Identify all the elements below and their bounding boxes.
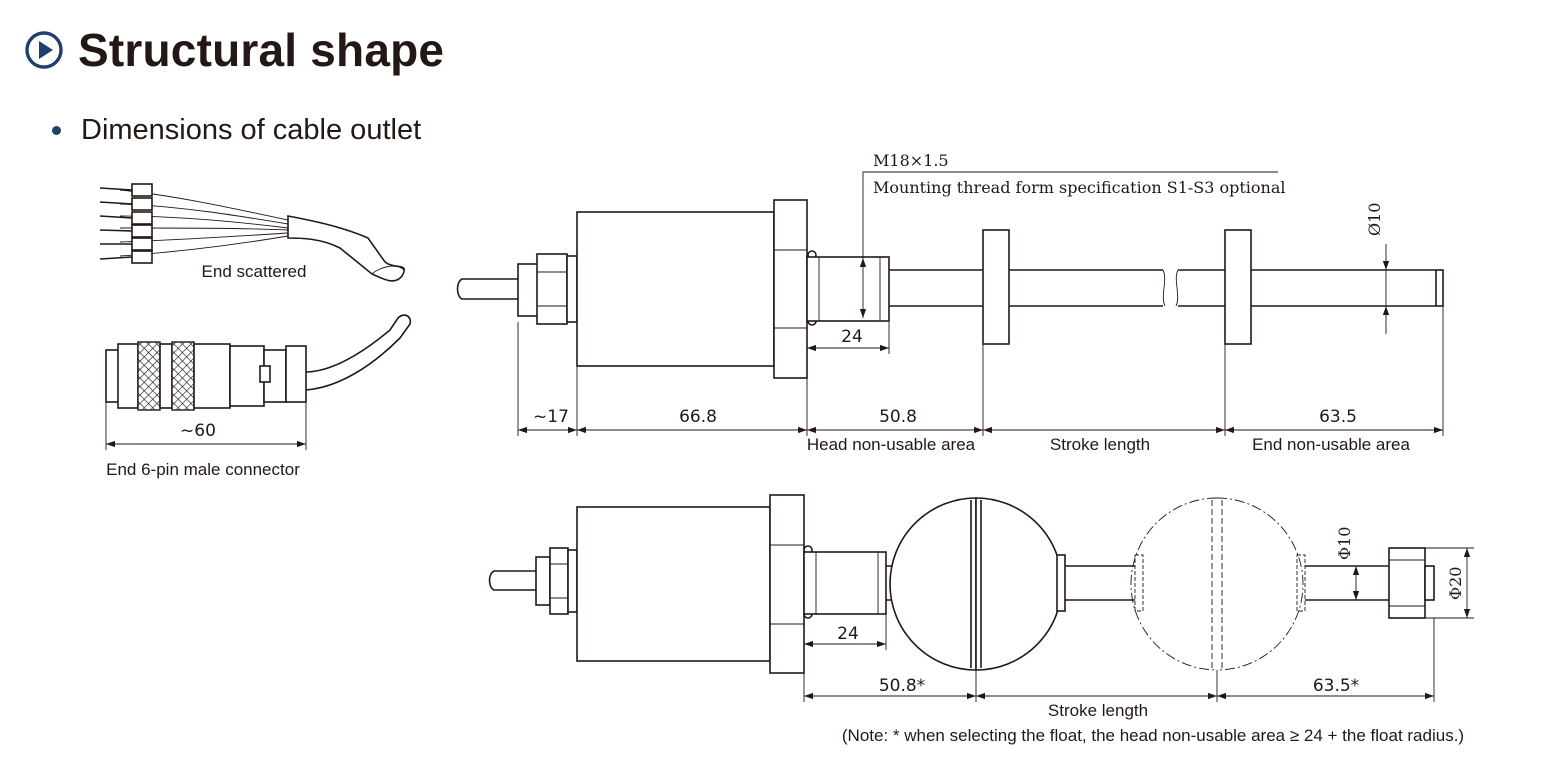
bottom-thread-length: 24	[837, 624, 859, 644]
float-note: (Note: * when selecting the float, the h…	[842, 726, 1464, 745]
float-stop-diameter: Φ20	[1446, 567, 1465, 600]
bottom-stroke-label: Stroke length	[1048, 701, 1148, 720]
bottom-rod-diameter: Φ10	[1335, 527, 1354, 560]
thread-note: Mounting thread form specification S1-S3…	[873, 178, 1286, 197]
bottom-dimension-chain	[803, 618, 1435, 702]
connector-cable-end	[105, 314, 412, 411]
head-non-usable-length: 50.8	[879, 407, 917, 427]
section-subtitle: Dimensions of cable outlet	[81, 114, 422, 146]
scattered-cable-end	[99, 183, 405, 282]
connector-length-dimension	[105, 402, 307, 450]
top-thread-length: 24	[841, 327, 863, 347]
scattered-end-label: End scattered	[202, 262, 307, 281]
bottom-thread-length-dimension	[804, 614, 887, 650]
play-circle-icon	[25, 31, 63, 69]
bullet-icon	[52, 126, 61, 135]
title-row: Structural shape	[24, 22, 444, 78]
thread-spec-leader	[859, 171, 1278, 318]
float-stop-diameter-dimension	[1425, 547, 1474, 619]
end-non-usable-length: 63.5	[1319, 407, 1357, 427]
thread-spec: M18×1.5	[873, 151, 949, 170]
top-dimension-chain	[517, 306, 1444, 436]
cable-gland-length: ~17	[533, 407, 569, 427]
housing-length: 66.8	[679, 407, 717, 427]
bottom-head-dim: 50.8*	[879, 676, 925, 696]
section-heading: Dimensions of cable outlet	[52, 114, 421, 147]
head-zone-label: Head non-usable area	[807, 435, 976, 454]
top-sensor-body	[456, 199, 1444, 379]
bottom-sensor-body	[488, 494, 1435, 674]
connector-end-label: End 6-pin male connector	[106, 460, 300, 479]
page-title: Structural shape	[78, 24, 445, 76]
end-zone-label: End non-usable area	[1252, 435, 1410, 454]
top-rod-diameter: Ø10	[1365, 203, 1384, 236]
top-thread-length-dimension	[807, 322, 890, 354]
connector-length-value: ~60	[180, 421, 216, 441]
bottom-end-dim: 63.5*	[1313, 676, 1359, 696]
stroke-zone-label: Stroke length	[1050, 435, 1150, 454]
